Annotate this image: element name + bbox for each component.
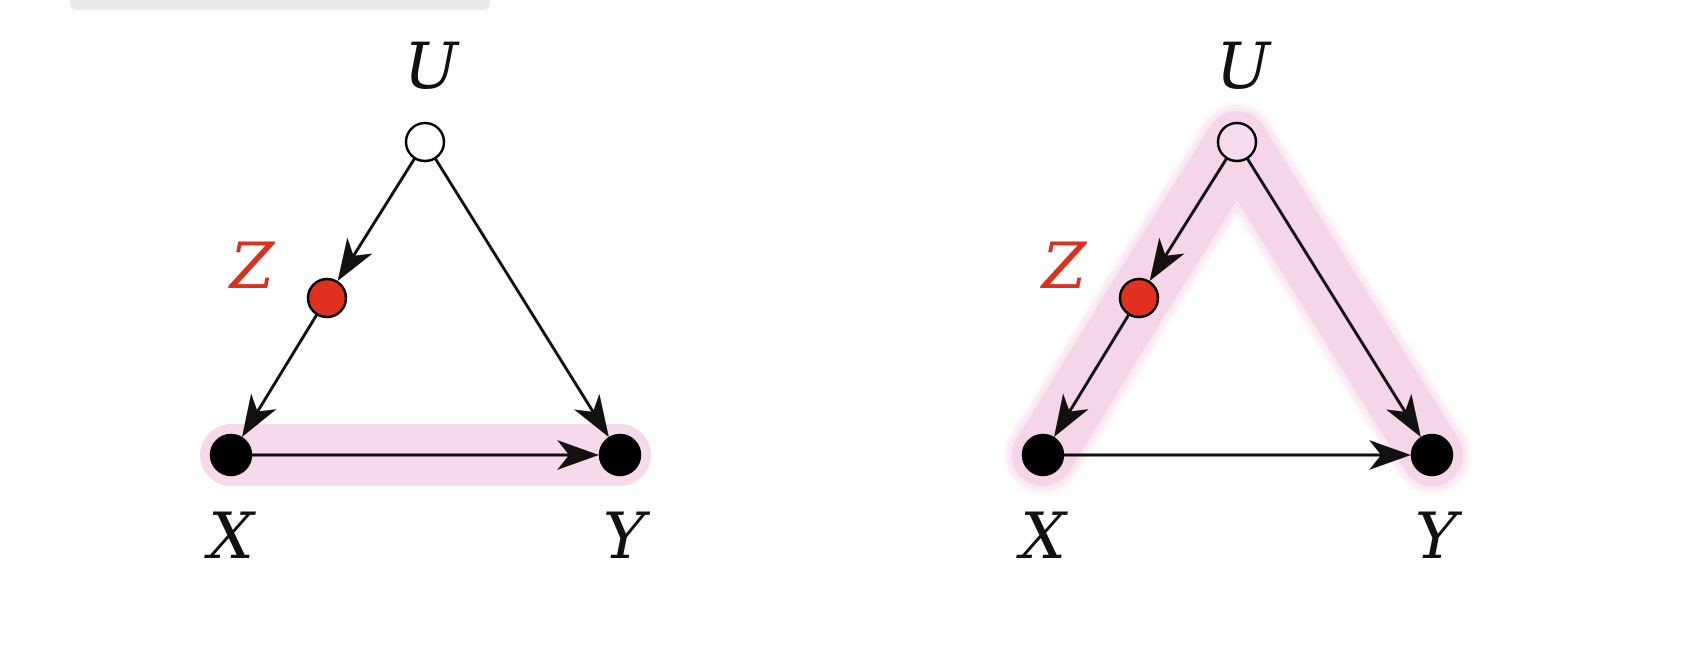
edge-u-z-arrowhead [1149,237,1185,282]
edge-u-y-arrowhead [574,393,609,438]
edge-z-x-arrowhead [1054,393,1089,438]
edges [242,157,609,470]
edge-z-x [256,313,319,413]
edge-u-y [433,157,595,413]
edge-z-x-arrowhead [242,393,277,438]
path-highlight [1006,105,1469,492]
edge-u-y-arrowhead [1386,393,1421,438]
panel-right: U Z X Y [1006,30,1469,574]
top-edge-strip [70,0,490,10]
panel-left: U Z X Y [194,30,657,574]
label-z: Z [1040,230,1088,304]
node-z [306,277,348,319]
node-x [1021,433,1065,477]
label-y: Y [1415,500,1463,574]
node-u [1216,121,1258,163]
edge-u-z [1164,157,1229,257]
nodes [209,121,642,477]
node-u [404,121,446,163]
label-x: X [1015,500,1068,574]
node-labels: U Z X Y [203,30,651,574]
node-x [209,433,253,477]
label-u: U [1216,30,1272,104]
node-y [598,433,642,477]
node-y [1410,433,1454,477]
label-u: U [404,30,460,104]
edge-x-y-arrowhead [1369,440,1411,470]
label-y: Y [603,500,651,574]
edge-u-y [1245,157,1407,413]
nodes [1021,121,1454,477]
edge-u-z-arrowhead [337,237,373,282]
node-labels: U Z X Y [1015,30,1463,574]
edge-x-y-arrowhead [557,440,599,470]
edges [1054,157,1421,470]
label-x: X [203,500,256,574]
edge-z-x [1068,313,1131,413]
node-z [1118,277,1160,319]
label-z: Z [228,230,276,304]
edge-u-z [352,157,417,257]
